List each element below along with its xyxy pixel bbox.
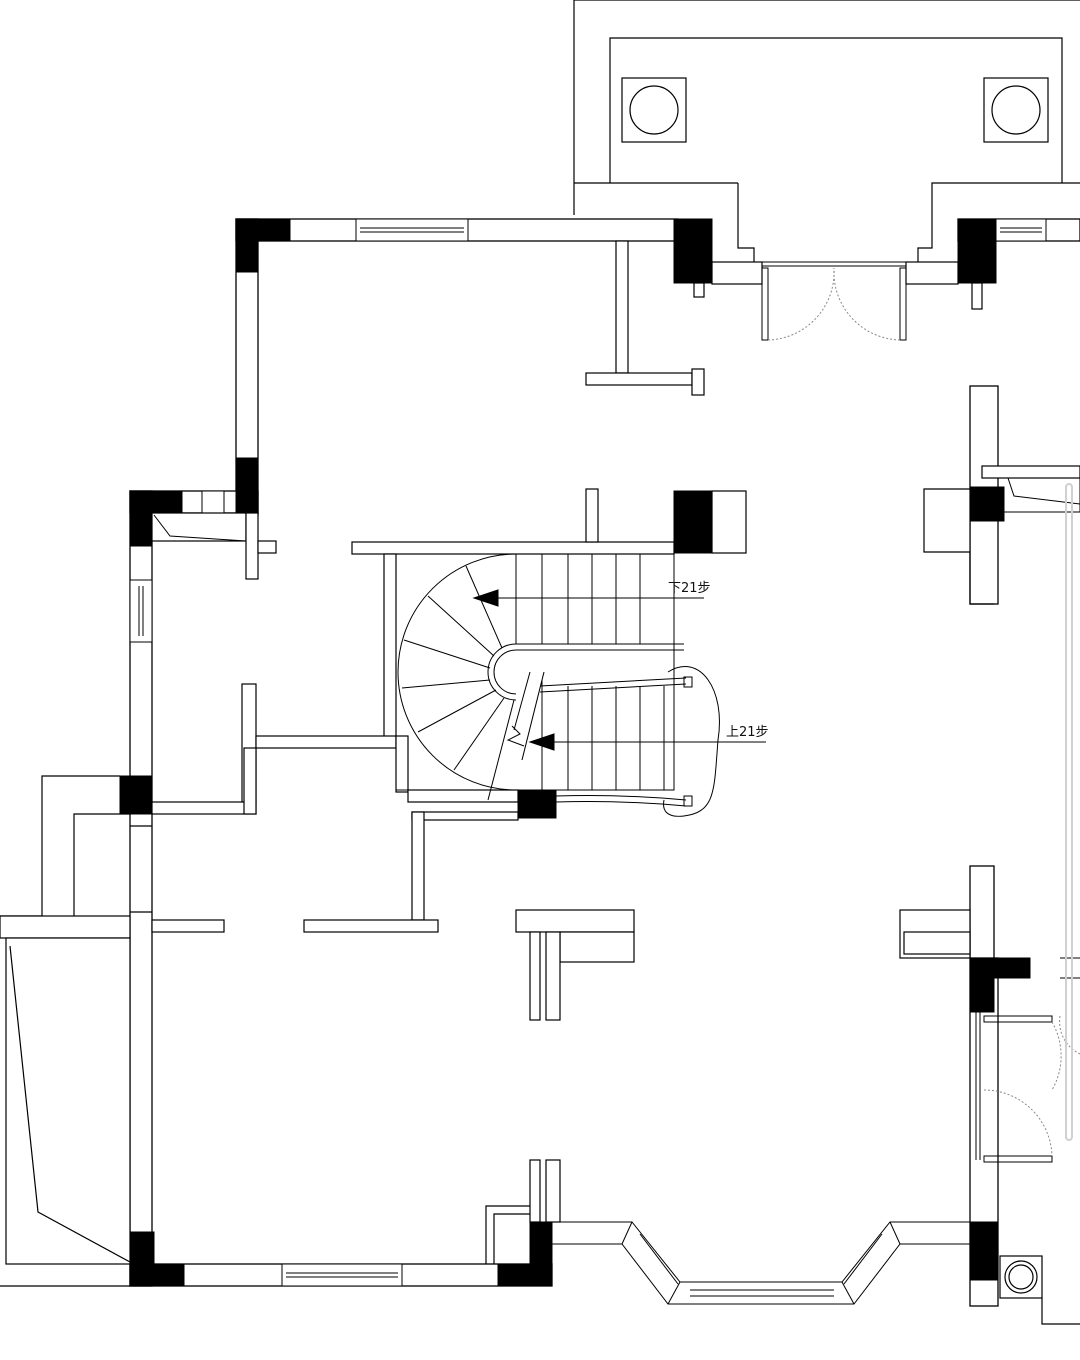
partition-right-upper-arm	[981, 465, 1080, 479]
window-left	[129, 579, 153, 643]
balcony-inner-rail	[609, 37, 1063, 183]
partition-lower-vertical	[243, 747, 257, 815]
partition-bottom-hook-inner	[493, 1213, 530, 1264]
partition-stair-base-left	[411, 811, 519, 821]
partition-bottom-hook	[485, 1205, 530, 1264]
column-right-mid	[969, 486, 1005, 522]
stair-spiral-inner	[487, 643, 517, 701]
stair-wall-top-stub	[585, 488, 599, 543]
stair-arrow-up-head	[528, 733, 555, 751]
bay-window	[552, 1221, 970, 1305]
stair-upper-flight	[395, 553, 675, 791]
column-left-upper	[235, 457, 259, 514]
stair-rail-lower	[555, 795, 687, 801]
column-bottom-right	[969, 1221, 999, 1281]
partition-top-cap	[691, 368, 705, 396]
interior-walls	[0, 240, 1080, 1325]
structural-columns	[119, 218, 1031, 1287]
wall-right-mid	[969, 865, 995, 959]
column-top-right	[957, 218, 997, 284]
partition-bottom-b	[545, 1159, 561, 1223]
staircase	[395, 553, 766, 817]
door-right-upper-panel	[1004, 477, 1080, 513]
terrace-inner	[73, 813, 130, 916]
stair-wall-left	[383, 553, 397, 739]
column-bottom-mid	[497, 1221, 553, 1287]
balcony	[573, 0, 1080, 262]
partition-left-lower	[151, 919, 225, 933]
balcony-outline	[573, 0, 1080, 215]
door-right-upper-slant	[1007, 477, 1080, 505]
stair-landing-outline	[663, 666, 720, 817]
door-balcony	[761, 261, 907, 341]
door-right	[975, 1012, 1080, 1163]
balcony-planter-left	[621, 77, 687, 143]
column-stair-bottom	[517, 789, 557, 819]
partition-corridor-vertical	[411, 811, 425, 921]
partition-right-lower-inner	[903, 931, 971, 955]
partition-right-upper	[923, 488, 994, 605]
column-bottom-left-b	[153, 1263, 185, 1287]
island-leg-a	[529, 931, 541, 1021]
island-side	[559, 931, 635, 963]
planter-bottom-right	[999, 1255, 1080, 1325]
partition-top-foot	[585, 372, 693, 386]
stair-spiral-inner-b	[493, 649, 517, 695]
stair-rail-upper	[539, 677, 687, 687]
stair-box-right	[711, 490, 747, 554]
partition-stair-base	[407, 789, 519, 803]
partition-bottom-a	[529, 1159, 541, 1223]
balcony-step-right	[917, 182, 1080, 262]
door-jamb-right	[971, 282, 983, 310]
partition-left-post	[245, 512, 259, 580]
stair-wall-top	[351, 541, 675, 555]
column-top-left	[235, 218, 291, 273]
column-top-mid	[673, 218, 713, 284]
partition-top	[615, 240, 629, 374]
left-annex-room	[5, 937, 131, 1265]
balcony-planter-right	[983, 77, 1049, 143]
left-annex-slant	[9, 945, 131, 1263]
partition-mid-horizontal	[255, 735, 397, 749]
island-top	[515, 909, 635, 933]
stair-down-label: 下21步	[668, 581, 711, 596]
island-leg-b	[545, 931, 561, 1021]
stair-up-label: 上21步	[726, 725, 769, 740]
window-top-right	[995, 218, 1047, 242]
window-top	[355, 218, 469, 242]
stair-arrow-down-head	[472, 589, 499, 607]
window-bottom	[281, 1263, 403, 1287]
partition-lower-horizontal	[151, 801, 257, 815]
partition-corridor-horizontal	[303, 919, 439, 933]
partition-left-arm	[257, 540, 277, 554]
column-stair-top	[673, 490, 713, 554]
stair-rail-upper-b	[539, 683, 687, 693]
left-annex	[0, 915, 131, 939]
column-right-lower	[969, 957, 1031, 1013]
stair-rail-lower-b	[555, 801, 687, 807]
column-bottom-left	[129, 1231, 155, 1287]
windows	[129, 218, 1047, 1305]
partition-right-vertical	[395, 735, 409, 793]
scroll-track[interactable]	[1065, 483, 1073, 1141]
partition-left-room	[151, 512, 247, 542]
column-left-small	[201, 490, 225, 514]
door-left-room-slant	[153, 514, 247, 542]
stair-spiral-outer	[397, 553, 517, 791]
column-left-mid	[119, 775, 153, 815]
door-sill-left	[711, 261, 763, 285]
stair-break-line	[506, 725, 525, 747]
balcony-step-left	[737, 183, 755, 262]
door-sill-right	[905, 261, 959, 285]
door-jamb-left	[693, 282, 705, 298]
doors	[153, 261, 1080, 1163]
terrace-outline	[0, 775, 120, 917]
